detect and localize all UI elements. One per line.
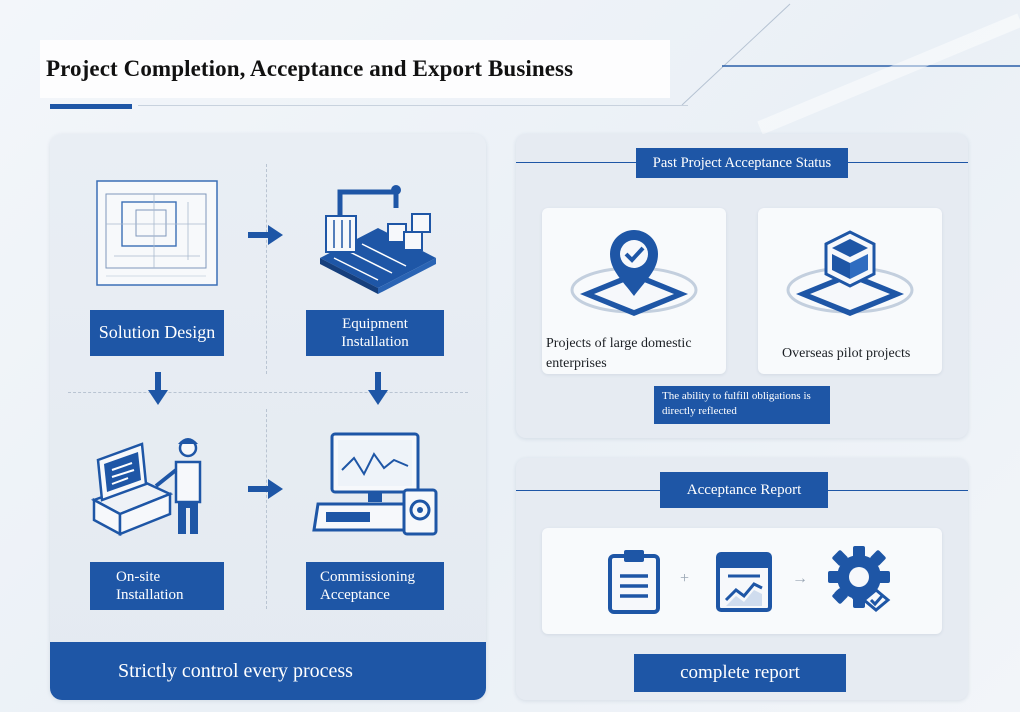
page-title: Project Completion, Acceptance and Expor… [46,56,574,81]
title-accent-bar [50,104,132,109]
header-rule-left [516,490,660,491]
arrow-down-icon [368,372,388,405]
title-divider [138,105,688,106]
arrow-operator: → [792,570,808,587]
blueprint-icon [96,180,218,286]
monitor-console-icon [312,432,438,536]
process-control-banner: Strictly control every process [50,642,486,700]
domestic-projects-card: Projects of large domestic enterprises [542,208,726,374]
overseas-projects-card: Overseas pilot projects [758,208,942,374]
gear-check-icon [828,546,891,612]
acceptance-status-header: Past Project Acceptance Status [636,148,848,178]
complete-report-button[interactable]: complete report [634,654,846,692]
step-commissioning-acceptance: Commissioning Acceptance [306,562,444,610]
arrow-right-icon [248,225,283,245]
step-solution-design: Solution Design [90,310,224,356]
divider-vertical-top [266,164,267,374]
step-on-site-installation: On-site Installation [90,562,224,610]
arrow-down-icon [148,372,168,405]
step-equipment-installation: Equipment Installation [306,310,444,356]
plus-operator: + [680,570,690,587]
divider-horizontal [68,392,468,393]
acceptance-report-header: Acceptance Report [660,472,828,508]
chart-document-icon [716,552,772,612]
location-check-icon [570,230,698,316]
equipment-installation-icon [320,185,436,294]
report-flow-card: + → [542,528,942,634]
header-rule-right [846,162,968,163]
arrow-right-icon [248,479,283,499]
clipboard-icon [608,550,660,614]
domestic-projects-label: Projects of large domestic enterprises [546,336,692,372]
process-flow-panel: Solution Design Equipment Installation [50,134,486,700]
page-title-box: Project Completion, Acceptance and Expor… [40,40,670,98]
divider-vertical-bottom [266,409,267,609]
overseas-projects-label: Overseas pilot projects [782,346,911,361]
acceptance-status-panel: Past Project Acceptance Status Projects … [516,134,968,438]
worker-console-icon [90,438,202,537]
cube-platform-icon [786,230,914,316]
acceptance-report-panel: Acceptance Report + → [516,458,968,700]
header-rule-left [516,162,638,163]
header-rule-right [828,490,968,491]
obligation-note: The ability to fulfill obligations is di… [654,386,830,424]
